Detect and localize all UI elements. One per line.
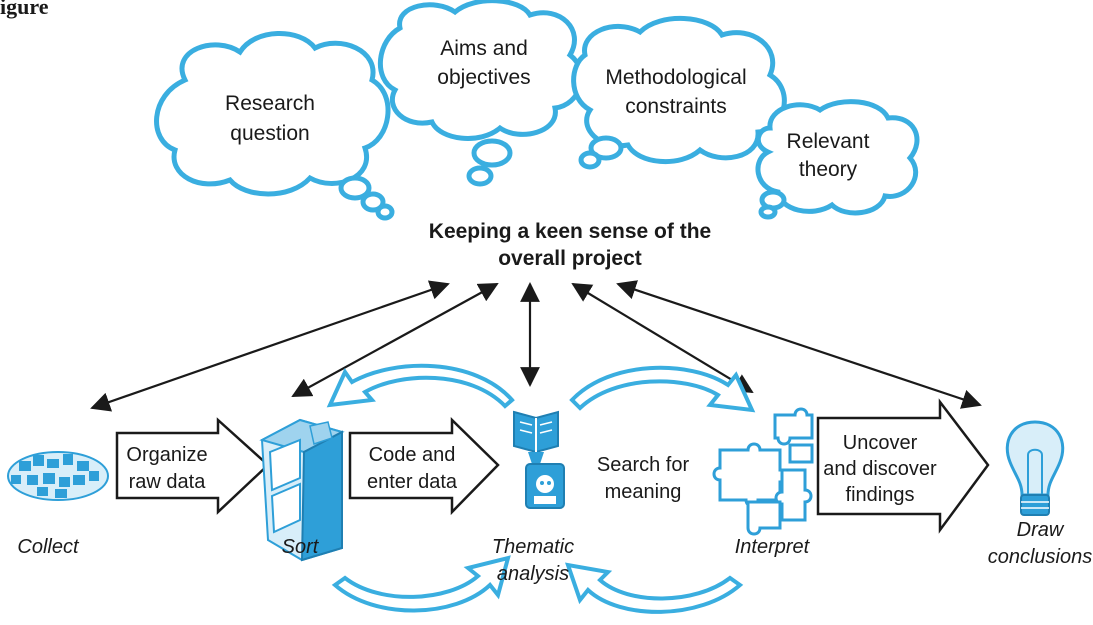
uncover-line1: Uncover: [843, 432, 918, 454]
arrow-organize-raw-data: Organize raw data: [115, 417, 270, 515]
stage-draw-line2: conclusions: [988, 546, 1093, 568]
stage-draw-line1: Draw: [1017, 519, 1065, 541]
cloud-method-line2: constraints: [625, 95, 727, 118]
stage-sort-label: Sort: [282, 536, 320, 558]
thematic-analysis-book-icon: [513, 410, 565, 509]
heading-label: igure: [0, 0, 49, 19]
uncover-line3: findings: [846, 484, 915, 506]
organize-line2: raw data: [129, 471, 207, 493]
cloud-aims-line2: objectives: [437, 66, 530, 89]
blue-curved-arrow-bottom-left: [331, 555, 511, 613]
centre-text-line2: overall project: [498, 247, 642, 270]
arrow-code-enter-data: Code and enter data: [348, 417, 500, 516]
stage-thematic-line1: Thematic: [492, 536, 574, 558]
organize-line1: Organize: [126, 444, 207, 466]
collect-data-pile-icon: [7, 451, 109, 501]
cloud-research-line1: Research: [225, 92, 315, 115]
stage-interpret-label: Interpret: [735, 536, 811, 558]
arrow-to-collect: [90, 280, 450, 412]
search-line1: Search for: [597, 454, 690, 476]
cloud-theory-line2: theory: [799, 158, 858, 181]
code-line1: Code and: [369, 444, 456, 466]
figure-heading: igure: [0, 0, 49, 19]
cloud-aims-objectives: Aims and objectives: [377, 0, 584, 187]
blue-curved-arrow-bottom-right: [565, 562, 744, 614]
cloud-theory-line1: Relevant: [787, 130, 870, 153]
blue-curved-arrow-top-right: [569, 365, 756, 413]
arrow-to-sort: [291, 283, 499, 397]
interpret-jigsaw-icon: [712, 407, 814, 536]
stage-collect-label: Collect: [17, 536, 80, 558]
uncover-line2: and discover: [823, 458, 937, 480]
cloud-research-line2: question: [230, 122, 309, 145]
cloud-research-question: Research question: [154, 31, 395, 221]
arrow-to-draw: [616, 280, 982, 409]
cloud-methodological-constraints: Methodological constraints: [571, 15, 787, 170]
cloud-relevant-theory: Relevant theory: [755, 99, 920, 220]
arrow-uncover-findings: Uncover and discover findings: [816, 398, 990, 534]
centre-text-line1: Keeping a keen sense of the: [429, 220, 711, 243]
relation-arrows: [90, 280, 982, 412]
cloud-method-line1: Methodological: [605, 66, 746, 89]
stage-thematic-line2: analysis: [497, 563, 569, 585]
cloud-aims-line1: Aims and: [440, 37, 528, 60]
lightbulb-icon: [1005, 420, 1065, 516]
search-line2: meaning: [605, 481, 682, 503]
sort-filing-cabinet-icon: [259, 418, 345, 562]
blue-curved-arrow-top-left: [326, 363, 515, 409]
code-line2: enter data: [367, 471, 458, 493]
